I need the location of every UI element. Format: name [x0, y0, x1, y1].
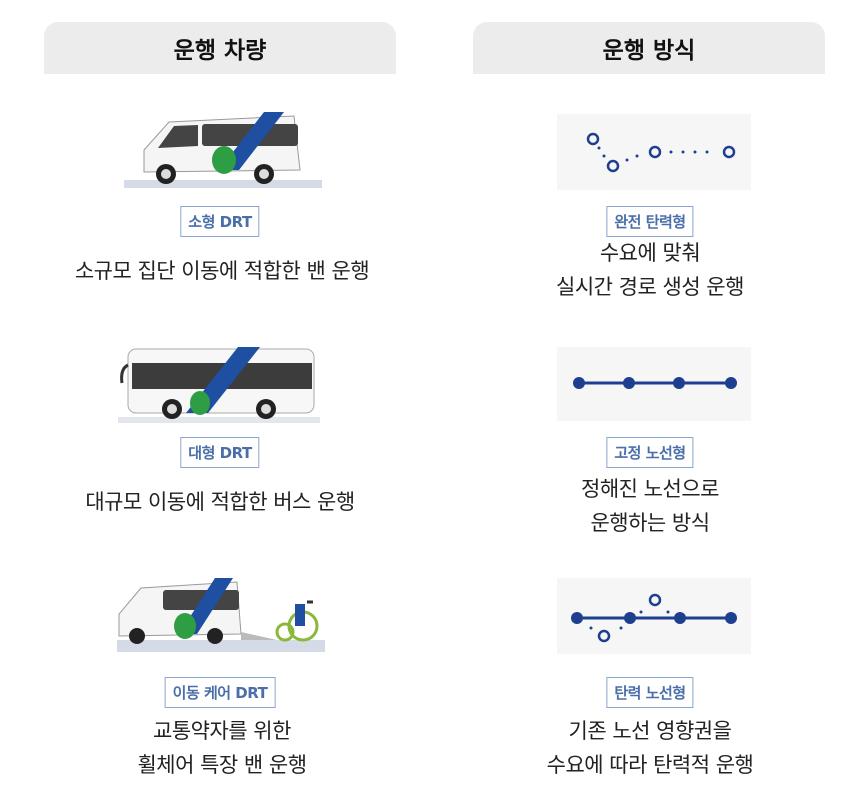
method-description: 수요에 맞춰 실시간 경로 생성 운행: [556, 241, 744, 299]
semi-flexible-route-image: [557, 578, 751, 654]
method-description: 정해진 노선으로 운행하는 방식: [581, 477, 719, 535]
method-badge: 탄력 노선형: [606, 677, 694, 708]
fixed-route-image: [557, 347, 751, 421]
wheelchair-van-image: [117, 578, 325, 652]
vehicle-badge: 소형 DRT: [180, 206, 260, 237]
vehicle-description: 교통약자를 위한 휠체어 특장 밴 운행: [137, 719, 307, 777]
small-van-image: [124, 112, 322, 188]
method-badge: 완전 탄력형: [606, 206, 694, 237]
vehicle-description: 소규모 집단 이동에 적합한 밴 운행: [74, 259, 370, 283]
vehicle-badge: 이동 케어 DRT: [164, 677, 276, 708]
flexible-route-image: [557, 114, 751, 190]
methods-header: 운행 방식: [473, 22, 825, 74]
vehicle-badge: 대형 DRT: [180, 437, 260, 468]
large-bus-image: [118, 347, 320, 423]
vehicle-description: 대규모 이동에 적합한 버스 운행: [85, 490, 355, 514]
vehicles-header: 운행 차량: [44, 22, 396, 74]
method-badge: 고정 노선형: [606, 437, 694, 468]
method-description: 기존 노선 영향권을 수요에 따라 탄력적 운행: [546, 719, 754, 777]
